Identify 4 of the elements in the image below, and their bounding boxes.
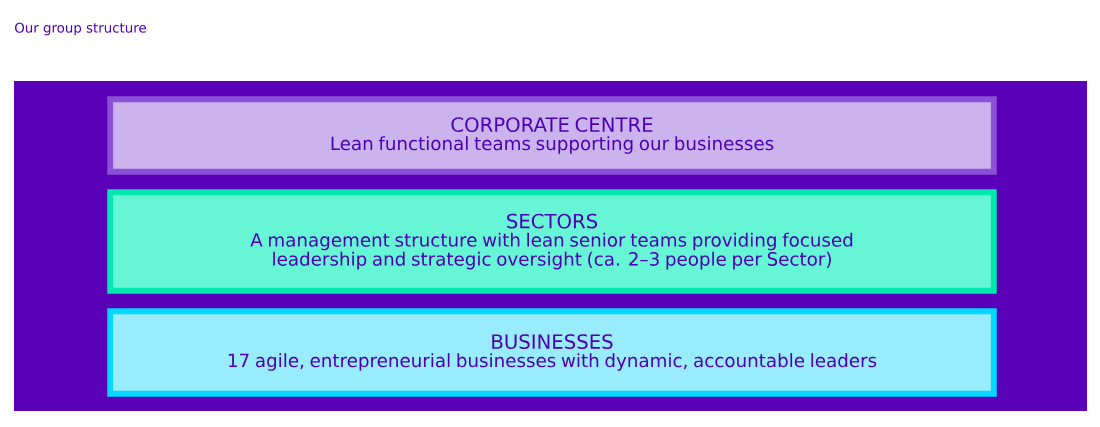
tier-box: SECTORS A management structure with lean senior teams providing focused leadership and strategic oversight (ca. 2–3 people per Sector) [107, 189, 997, 294]
tier-box: BUSINESSES 17 agile, entrepreneurial businesses with dynamic, accountable leaders [107, 308, 997, 397]
tier-box: CORPORATE CENTRE Lean functional teams supporting our businesses [107, 96, 997, 175]
heading: Our group structure [15, 22, 146, 36]
